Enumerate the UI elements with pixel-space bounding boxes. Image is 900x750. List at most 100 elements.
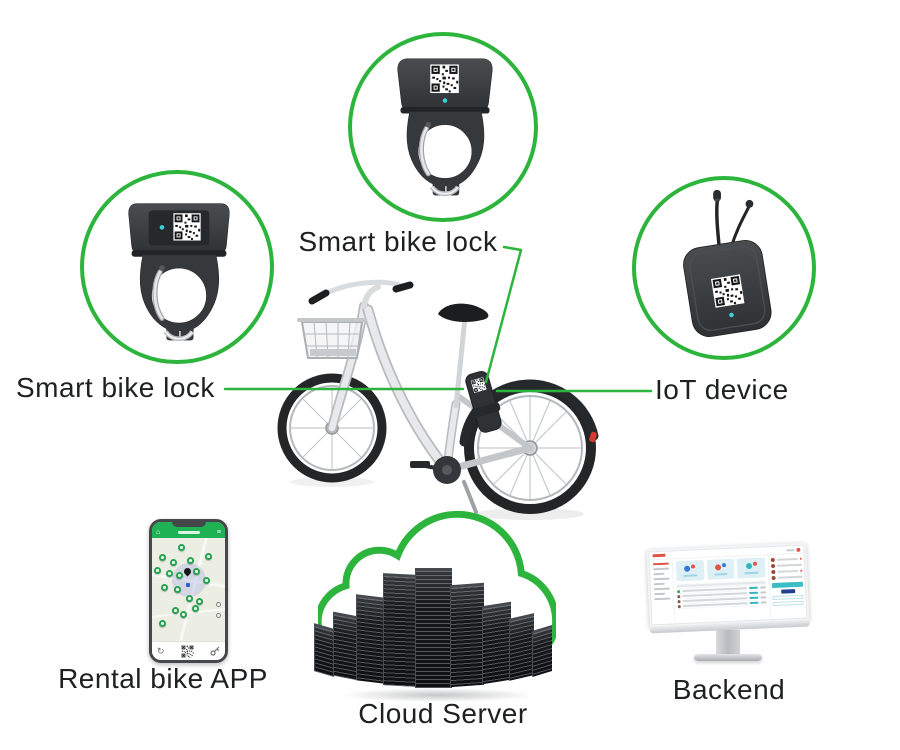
bike-marker-pin [170,558,178,566]
sidebar-item [654,592,666,596]
topbar-text [786,548,795,551]
right-handlebar-grip [392,281,414,293]
user-row [771,574,803,581]
rental-bike-app-label: Rental bike APP [58,663,268,694]
locate-button-icon [215,601,221,607]
admin-dashboard [648,544,808,626]
stat-card [706,558,735,580]
bike-mounted-lock [465,371,502,433]
left-handlebar-grip [308,289,330,305]
smart-bike-lock-device-top [397,58,493,197]
bike-marker-pin [203,577,211,585]
server-rack [383,573,417,687]
front-basket [297,318,367,359]
bike-marker-pin [154,566,162,574]
server-racks [312,562,564,702]
app-map [152,538,225,641]
phone-notch [171,522,206,527]
iot-device-body [683,239,772,338]
bike-marker-pin [180,611,188,619]
user-location-dot [185,583,190,588]
app-title-text [177,531,200,534]
sidebar-item [653,567,670,571]
monitor-stand-neck [716,630,740,654]
bike-marker-pin [176,571,184,579]
dashboard-main [673,555,771,623]
backend-monitor [644,542,812,661]
bike-marker-pin [187,556,195,564]
cloud-server-illustration [312,506,564,706]
callout-circle-smart-bike-lock-top [348,32,538,222]
refresh-map-icon [215,613,221,619]
crank-pedals [410,456,461,484]
panel-chip [780,589,795,594]
sidebar-item [653,582,665,586]
bike-marker-pin [204,553,212,561]
status-led [159,225,165,230]
sidebar-item [654,597,671,601]
server-rack [333,611,358,681]
bike-marker-pin [158,620,166,628]
shared-bicycle-illustration [277,279,599,520]
server-rack [415,568,452,688]
rear-fender [459,379,599,447]
dashboard-sidebar [649,559,676,625]
bike-marker-pin [171,607,179,614]
key-icon [210,646,220,656]
bike-marker-pin [192,604,200,612]
server-rack [314,623,334,677]
status-led [729,312,734,318]
home-icon: ⌂ [156,529,161,536]
smart-bike-lock-top-label: Smart bike lock [298,226,498,257]
refresh-icon: ↻ [157,645,165,656]
backend-label: Backend [672,674,786,705]
callout-circle-smart-bike-lock-left [80,170,274,364]
bike-marker-pin [186,594,194,602]
rental-app-phone: ⌂ ≡ ↻ [149,519,228,663]
server-rack [450,582,484,688]
server-rack [532,624,552,678]
data-table [676,580,767,610]
server-rack [509,613,534,681]
saddle [438,303,489,322]
sidebar-item [652,562,669,566]
iot-device-illustration [683,190,772,338]
user-avatar [796,547,801,552]
stat-card [675,560,705,582]
phone-screen: ⌂ ≡ ↻ [152,522,225,660]
bike-marker-pin [165,569,173,577]
sidebar-item [653,572,665,576]
bike-marker-pin [192,567,200,575]
floor-reflection [340,688,536,702]
bike-marker-pin [173,586,181,594]
bike-marker-pin [195,597,203,605]
scan-qr-button [180,644,194,658]
qr-code [710,274,745,308]
bike-marker-pin [159,554,167,562]
server-rack [356,594,385,684]
antenna-left [715,196,721,249]
menu-icon: ≡ [216,529,221,536]
qr-code [430,64,459,94]
app-footer: ↻ [152,641,225,660]
stat-card [737,557,766,579]
sidebar-item [653,587,671,591]
cloud-server-label: Cloud Server [358,698,528,729]
sidebar-item [653,577,670,581]
bike-marker-pin [161,584,169,592]
rear-reflector [589,431,597,443]
status-led [442,98,448,103]
app-header: ⌂ ≡ [152,522,225,538]
panel-button [771,581,804,589]
dashboard-logo [652,553,666,558]
panel-outline-row [772,594,804,601]
qr-code [173,213,201,241]
smart-bike-lock-device-left [128,203,230,342]
smart-bike-lock-left-label: Smart bike lock [16,372,215,403]
dashboard-right-panel [767,553,807,620]
panel-outline-row [772,600,804,607]
monitor-screen [646,542,810,628]
server-rack [482,601,511,685]
bike-marker-pin [178,544,186,552]
